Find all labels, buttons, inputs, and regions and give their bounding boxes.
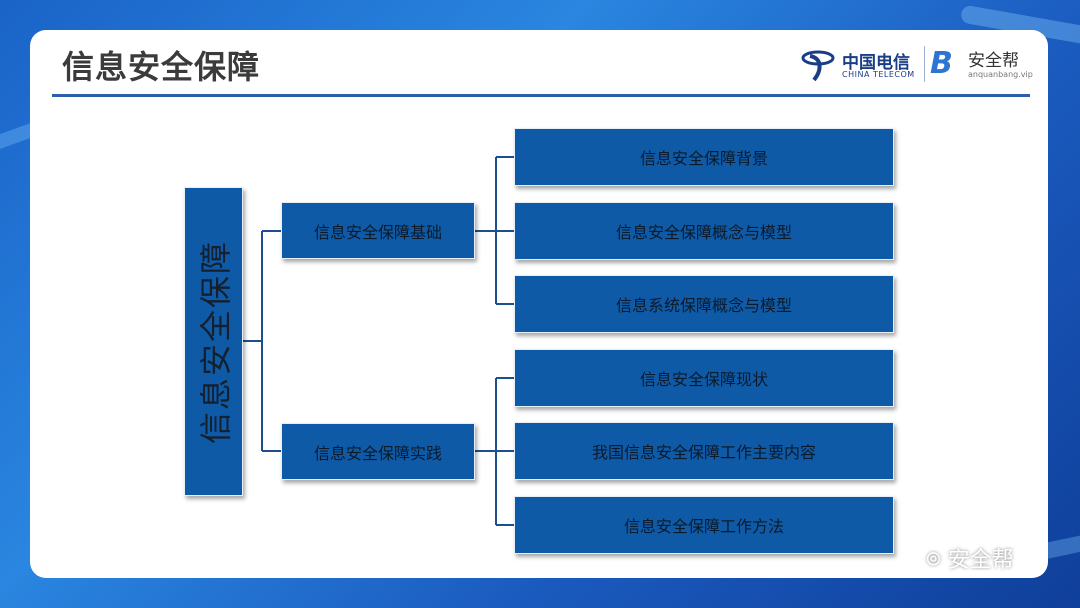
leaf-node: 信息安全保障工作方法: [514, 496, 894, 554]
leaf-node: 信息安全保障背景: [514, 128, 894, 186]
leaf-node: 信息安全保障现状: [514, 349, 894, 407]
leaf-node: 信息安全保障概念与模型: [514, 202, 894, 260]
branch-node-foundation: 信息安全保障基础: [281, 202, 475, 259]
anquanbang-name: 安全帮: [968, 51, 1019, 71]
logo-separator: [924, 46, 925, 82]
root-node-label: 信息安全保障: [196, 239, 235, 444]
wechat-icon: ⊚: [925, 546, 942, 570]
china-telecom-name: 中国电信: [842, 53, 910, 73]
branch-node-practice: 信息安全保障实践: [281, 423, 475, 480]
china-telecom-english: CHINA TELECOM: [842, 70, 915, 79]
anquanbang-url: anquanbang.vip: [968, 70, 1033, 79]
title-divider: [52, 94, 1030, 97]
leaf-node: 信息系统保障概念与模型: [514, 275, 894, 333]
watermark: ⊚ 安全帮: [925, 542, 1014, 574]
watermark-text: 安全帮: [947, 548, 1014, 573]
logo-area: 中国电信 CHINA TELECOM B 安全帮 anquanbang.vip: [800, 42, 1033, 86]
china-telecom-logo-icon: [801, 50, 835, 82]
anquanbang-logo-icon: B: [930, 46, 953, 81]
slide-title: 信息安全保障: [62, 48, 261, 86]
diagram-root-node: 信息安全保障: [184, 187, 243, 496]
leaf-node: 我国信息安全保障工作主要内容: [514, 422, 894, 480]
